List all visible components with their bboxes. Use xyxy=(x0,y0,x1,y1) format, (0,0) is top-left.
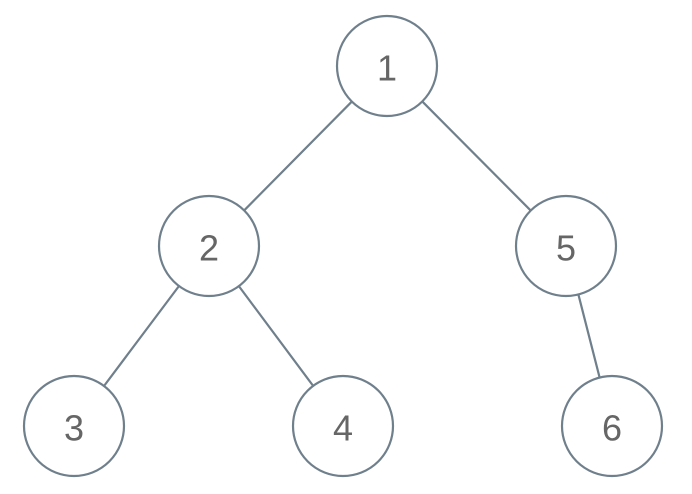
edge-1-5 xyxy=(421,100,532,212)
node-label: 4 xyxy=(333,408,353,449)
tree-node-2: 2 xyxy=(157,194,261,298)
node-label: 6 xyxy=(602,408,622,449)
tree-edges xyxy=(102,100,601,388)
node-circle xyxy=(514,194,618,298)
node-circle xyxy=(22,374,126,478)
tree-nodes: 1 2 5 3 4 6 xyxy=(22,14,664,478)
tree-node-3: 3 xyxy=(22,374,126,478)
tree-node-4: 4 xyxy=(291,374,395,478)
edge-2-3 xyxy=(102,284,181,388)
node-circle xyxy=(560,374,664,478)
tree-node-5: 5 xyxy=(514,194,618,298)
edge-5-6 xyxy=(577,293,601,379)
node-label: 3 xyxy=(64,408,84,449)
node-circle xyxy=(157,194,261,298)
edge-2-4 xyxy=(237,285,315,387)
node-circle xyxy=(291,374,395,478)
tree-node-6: 6 xyxy=(560,374,664,478)
node-circle xyxy=(335,14,439,118)
node-label: 1 xyxy=(377,48,397,89)
node-label: 5 xyxy=(556,228,576,269)
node-label: 2 xyxy=(199,228,219,269)
edge-1-2 xyxy=(243,100,353,212)
tree-node-1: 1 xyxy=(335,14,439,118)
